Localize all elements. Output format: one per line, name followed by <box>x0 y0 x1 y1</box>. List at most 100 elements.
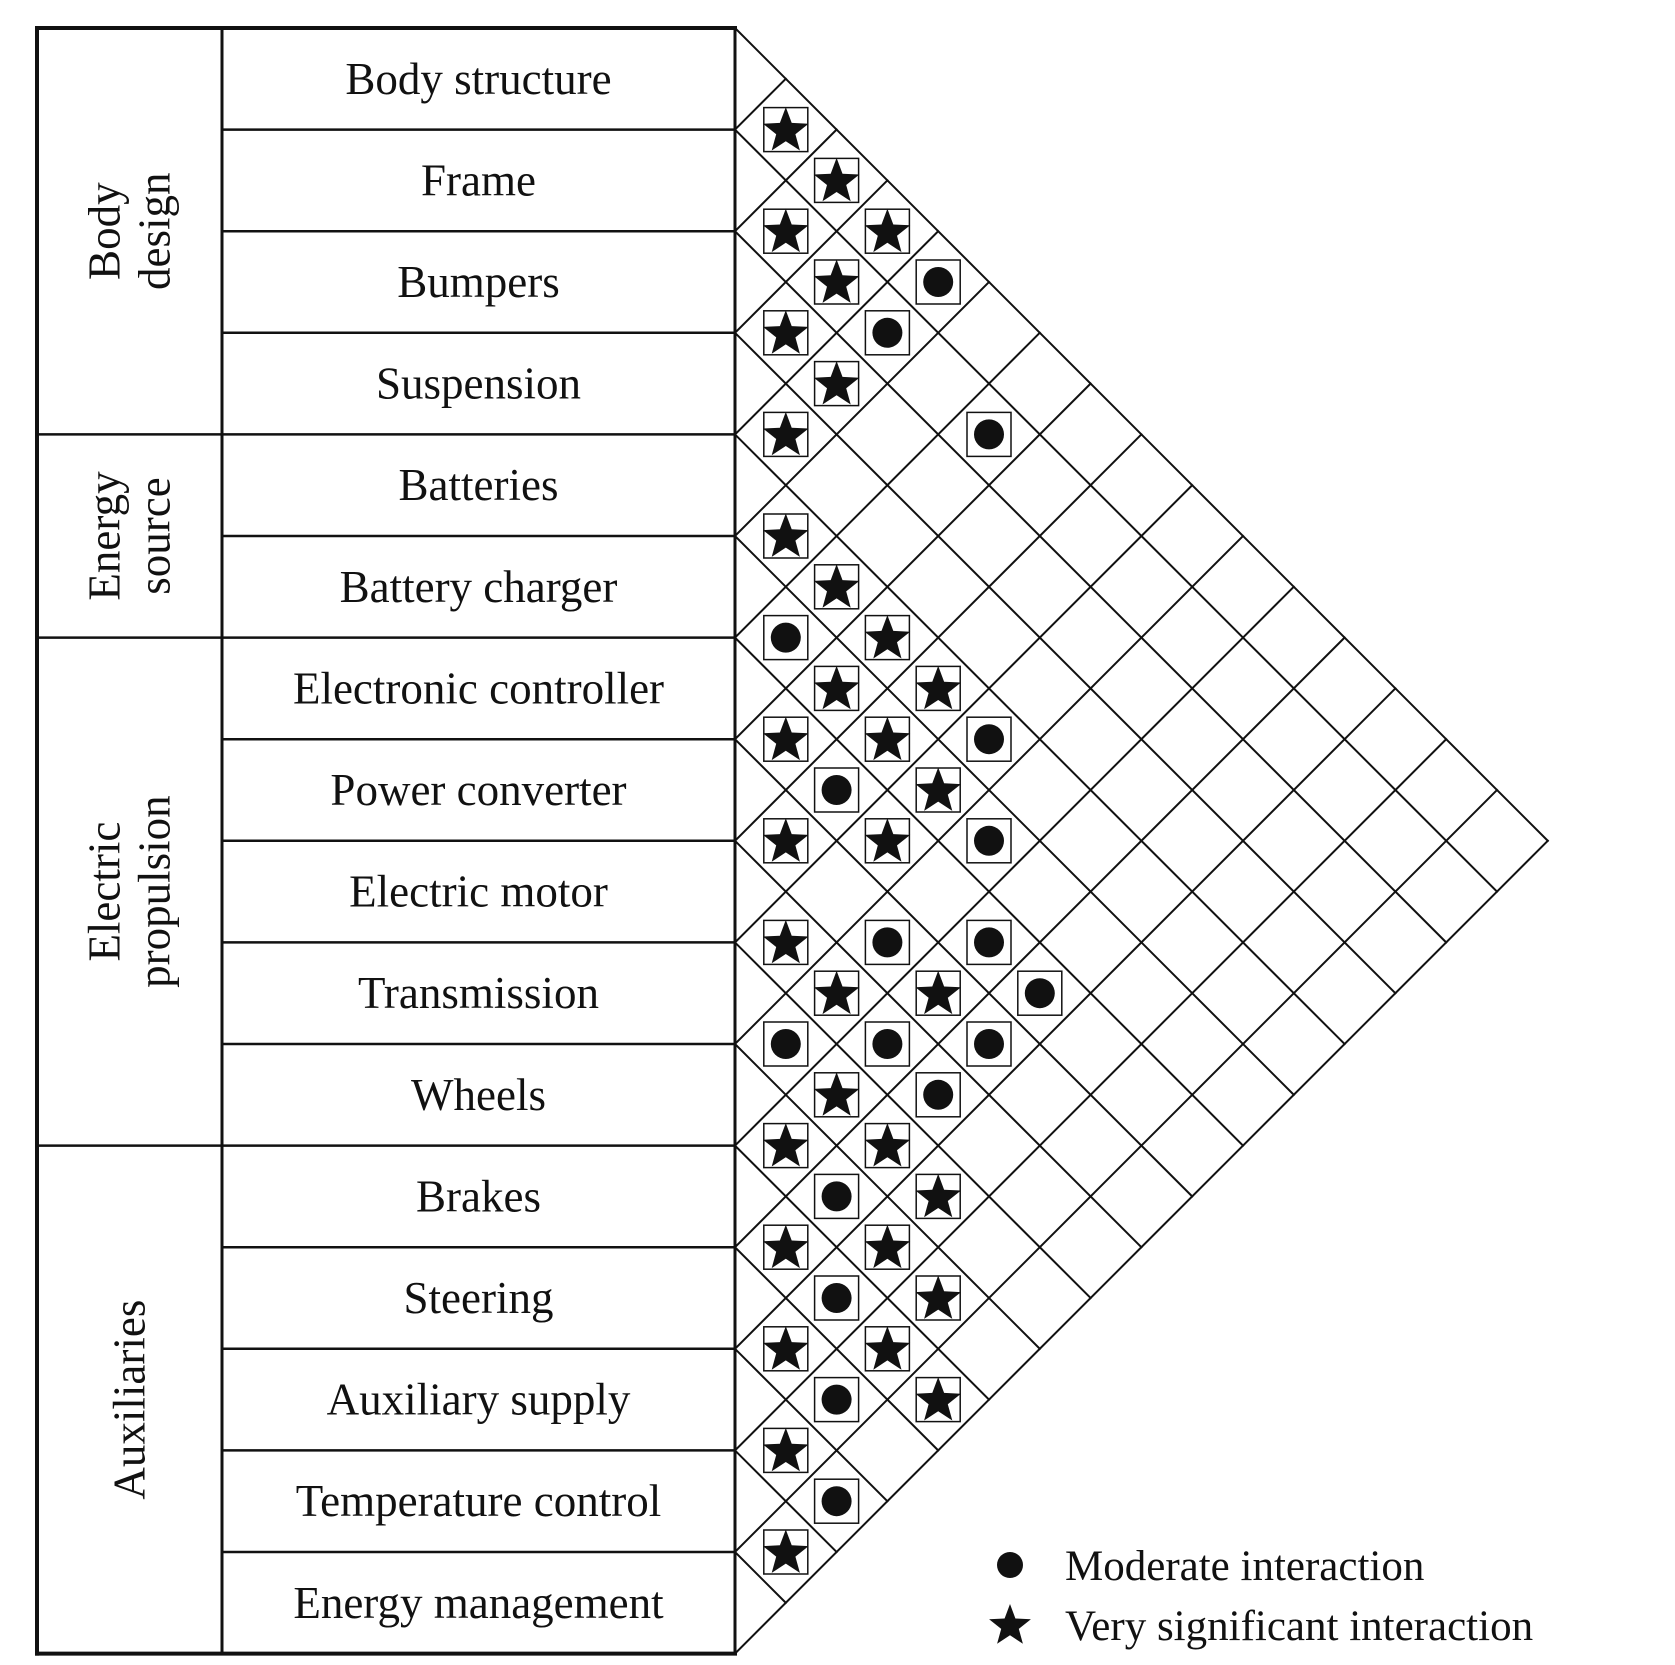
star-icon <box>915 665 961 710</box>
interaction-cell-box <box>864 1021 911 1067</box>
matrix-grid-line <box>733 636 1347 1249</box>
interaction-cell-box <box>966 1021 1012 1067</box>
circle-icon <box>770 622 801 653</box>
circle-icon <box>923 1079 954 1110</box>
interaction-cell-box <box>864 310 911 356</box>
star-icon <box>864 1326 911 1370</box>
item-label: Bumpers <box>397 257 560 307</box>
star-icon <box>763 310 809 354</box>
group-label-line: Electric <box>80 822 130 962</box>
matrix-grid-line <box>733 1550 788 1605</box>
matrix-grid-line <box>733 128 1499 894</box>
circle-icon <box>821 1181 852 1212</box>
legend: Moderate interaction Very significant in… <box>989 1543 1533 1650</box>
star-icon <box>813 259 860 303</box>
legend-moderate-label: Moderate interaction <box>1065 1543 1424 1590</box>
matrix-grid-line <box>733 229 940 436</box>
interaction-cell-box <box>966 716 1012 762</box>
circle-icon <box>1024 978 1055 1009</box>
matrix-grid-line <box>733 788 1499 1554</box>
interaction-cell-box <box>966 919 1012 966</box>
circle-icon <box>974 1029 1004 1059</box>
circle-icon <box>770 1029 801 1059</box>
star-icon <box>813 1072 860 1116</box>
matrix-grid-line <box>733 839 1550 1656</box>
circle-icon <box>872 1029 903 1059</box>
item-label: Auxiliary supply <box>327 1375 631 1425</box>
matrix-grid-line <box>733 1144 991 1402</box>
star-icon <box>763 919 809 964</box>
star-icon <box>763 1224 809 1269</box>
item-label: Power converter <box>330 765 626 815</box>
interaction-cell-box <box>763 614 809 661</box>
star-icon <box>864 1224 911 1269</box>
circle-icon <box>974 927 1004 958</box>
matrix-grid-line <box>733 483 1194 944</box>
interaction-cell-box <box>864 919 911 966</box>
interaction-cell-box <box>1017 970 1063 1016</box>
matrix-grid-line <box>733 331 1042 640</box>
item-label: Transmission <box>358 968 599 1018</box>
star-icon <box>813 665 860 710</box>
matrix-grid-line <box>733 686 1397 1351</box>
interaction-cell-box <box>813 1478 860 1524</box>
circle-icon <box>821 775 852 805</box>
interaction-cell-box <box>915 259 961 305</box>
circle-icon <box>821 1283 852 1313</box>
matrix-grid-line <box>733 585 1296 1148</box>
star-icon <box>915 970 961 1015</box>
interaction-cell-box <box>813 767 860 813</box>
item-label: Electric motor <box>349 867 608 917</box>
item-label: Energy management <box>293 1578 664 1628</box>
star-icon <box>763 1427 809 1472</box>
group-label-line: propulsion <box>130 795 180 988</box>
star-icon <box>763 716 809 761</box>
group-label-line: source <box>130 477 180 594</box>
row-labels: Body structureFrameBumpersSuspensionBatt… <box>80 54 665 1628</box>
matrix-grid-line <box>733 382 1093 741</box>
item-label: Body structure <box>345 54 611 104</box>
legend-moderate-icon <box>997 1552 1023 1578</box>
group-label-line: Energy <box>80 471 130 601</box>
star-icon <box>915 1173 961 1218</box>
matrix-grid-line <box>733 940 1093 1300</box>
star-icon <box>915 1275 961 1319</box>
item-label: Steering <box>404 1273 554 1323</box>
legend-very-significant-label: Very significant interaction <box>1065 1603 1533 1650</box>
circle-icon <box>872 927 903 958</box>
star-icon <box>864 818 911 862</box>
group-label-line: Auxiliaries <box>105 1300 155 1500</box>
star-icon <box>763 107 809 151</box>
matrix-grid-line <box>733 1347 889 1503</box>
interaction-cell-box <box>813 1275 860 1321</box>
star-icon <box>915 767 961 811</box>
star-icon <box>763 411 809 456</box>
matrix-grid-line <box>733 534 1296 1097</box>
circle-icon <box>923 267 954 297</box>
star-icon <box>813 970 860 1015</box>
star-icon <box>763 1529 809 1573</box>
star-icon <box>813 361 860 405</box>
interaction-cell-box <box>966 411 1012 458</box>
circle-icon <box>821 1486 852 1517</box>
interaction-cell-box <box>813 1376 860 1423</box>
star-icon <box>864 615 911 659</box>
matrix-grid-line <box>733 737 1194 1198</box>
star-icon <box>813 157 860 202</box>
item-label: Suspension <box>376 359 581 409</box>
interaction-cell-box <box>966 818 1012 864</box>
matrix-grid-line <box>733 128 839 233</box>
item-label: Wheels <box>411 1070 546 1120</box>
matrix-grid-line <box>733 737 1448 1452</box>
star-icon <box>915 1377 961 1421</box>
matrix-grid-line <box>733 280 991 538</box>
star-icon <box>763 208 809 253</box>
star-icon <box>763 513 809 557</box>
group-label-line: Body <box>80 182 130 280</box>
star-icon <box>864 1123 911 1167</box>
matrix-grid-line <box>733 331 1397 995</box>
matrix-grid <box>35 26 1550 1656</box>
